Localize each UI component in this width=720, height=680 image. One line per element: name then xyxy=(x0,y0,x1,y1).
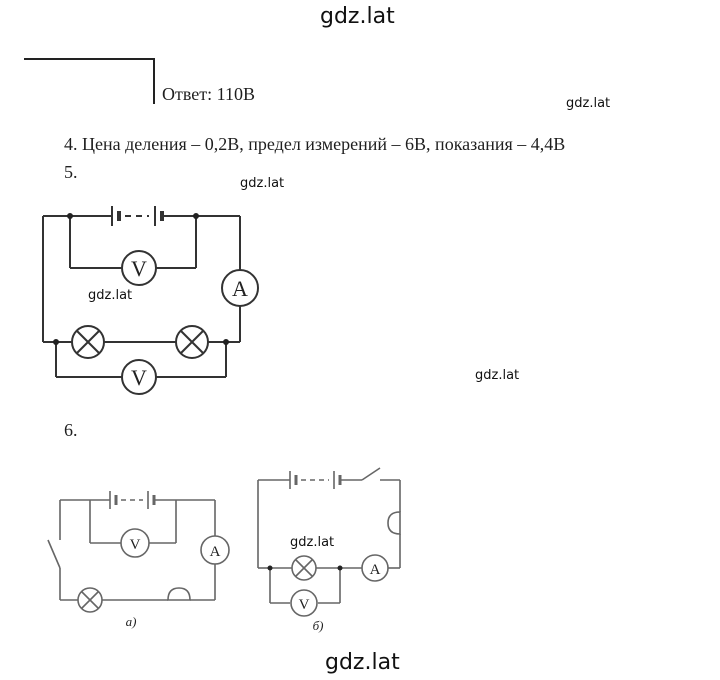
battery-icon xyxy=(289,471,342,489)
fraction-line-horizontal xyxy=(24,58,154,60)
lamp-icon xyxy=(291,555,317,581)
circuit-6b-wires xyxy=(257,479,401,604)
svg-text:V: V xyxy=(299,597,310,613)
voltmeter-icon: V xyxy=(120,528,150,558)
ammeter-icon: A xyxy=(221,269,259,307)
watermark-answer-right: gdz.lat xyxy=(566,96,611,111)
watermark-circuit5: gdz.lat xyxy=(88,288,133,303)
voltmeter-icon: V xyxy=(290,589,318,617)
watermark-top: gdz.lat xyxy=(320,4,395,29)
svg-text:V: V xyxy=(130,537,141,553)
circuit-6a-wires xyxy=(59,499,216,601)
item-6-label: 6. xyxy=(64,420,78,440)
circuit-5-wires xyxy=(42,215,241,378)
voltmeter-icon: V xyxy=(121,359,157,395)
bell-icon xyxy=(387,511,401,535)
junction-dot xyxy=(53,339,59,345)
circuit-6b-caption: б) xyxy=(313,618,324,633)
switch-icon xyxy=(47,539,61,569)
svg-text:A: A xyxy=(370,562,381,578)
watermark-circuit6b: gdz.lat xyxy=(290,535,335,550)
junction-dot xyxy=(67,213,73,219)
battery-icon xyxy=(111,206,164,226)
watermark-bottom: gdz.lat xyxy=(325,650,400,675)
answer-text: Ответ: 110В xyxy=(162,84,255,104)
junction-dot xyxy=(267,565,273,571)
watermark-near-item5: gdz.lat xyxy=(240,176,285,191)
item-5-label: 5. xyxy=(64,162,78,182)
svg-text:V: V xyxy=(131,256,147,281)
circuit-6a-caption: а) xyxy=(126,614,137,629)
lamp-icon xyxy=(175,325,209,359)
junction-dot xyxy=(193,213,199,219)
lamp-icon xyxy=(77,587,103,613)
lamp-icon xyxy=(71,325,105,359)
fraction-line-vertical xyxy=(153,58,155,104)
svg-text:A: A xyxy=(232,276,248,301)
svg-text:A: A xyxy=(210,544,221,560)
ammeter-icon: A xyxy=(200,535,230,565)
switch-icon xyxy=(361,467,381,481)
svg-text:V: V xyxy=(131,365,147,390)
voltmeter-icon: V xyxy=(121,250,157,286)
item-4-text: 4. Цена деления – 0,2В, предел измерений… xyxy=(64,134,566,154)
battery-icon xyxy=(109,491,156,509)
junction-dot xyxy=(337,565,343,571)
junction-dot xyxy=(223,339,229,345)
ammeter-icon: A xyxy=(361,554,389,582)
watermark-right-mid: gdz.lat xyxy=(475,368,520,383)
bell-icon xyxy=(167,587,191,601)
